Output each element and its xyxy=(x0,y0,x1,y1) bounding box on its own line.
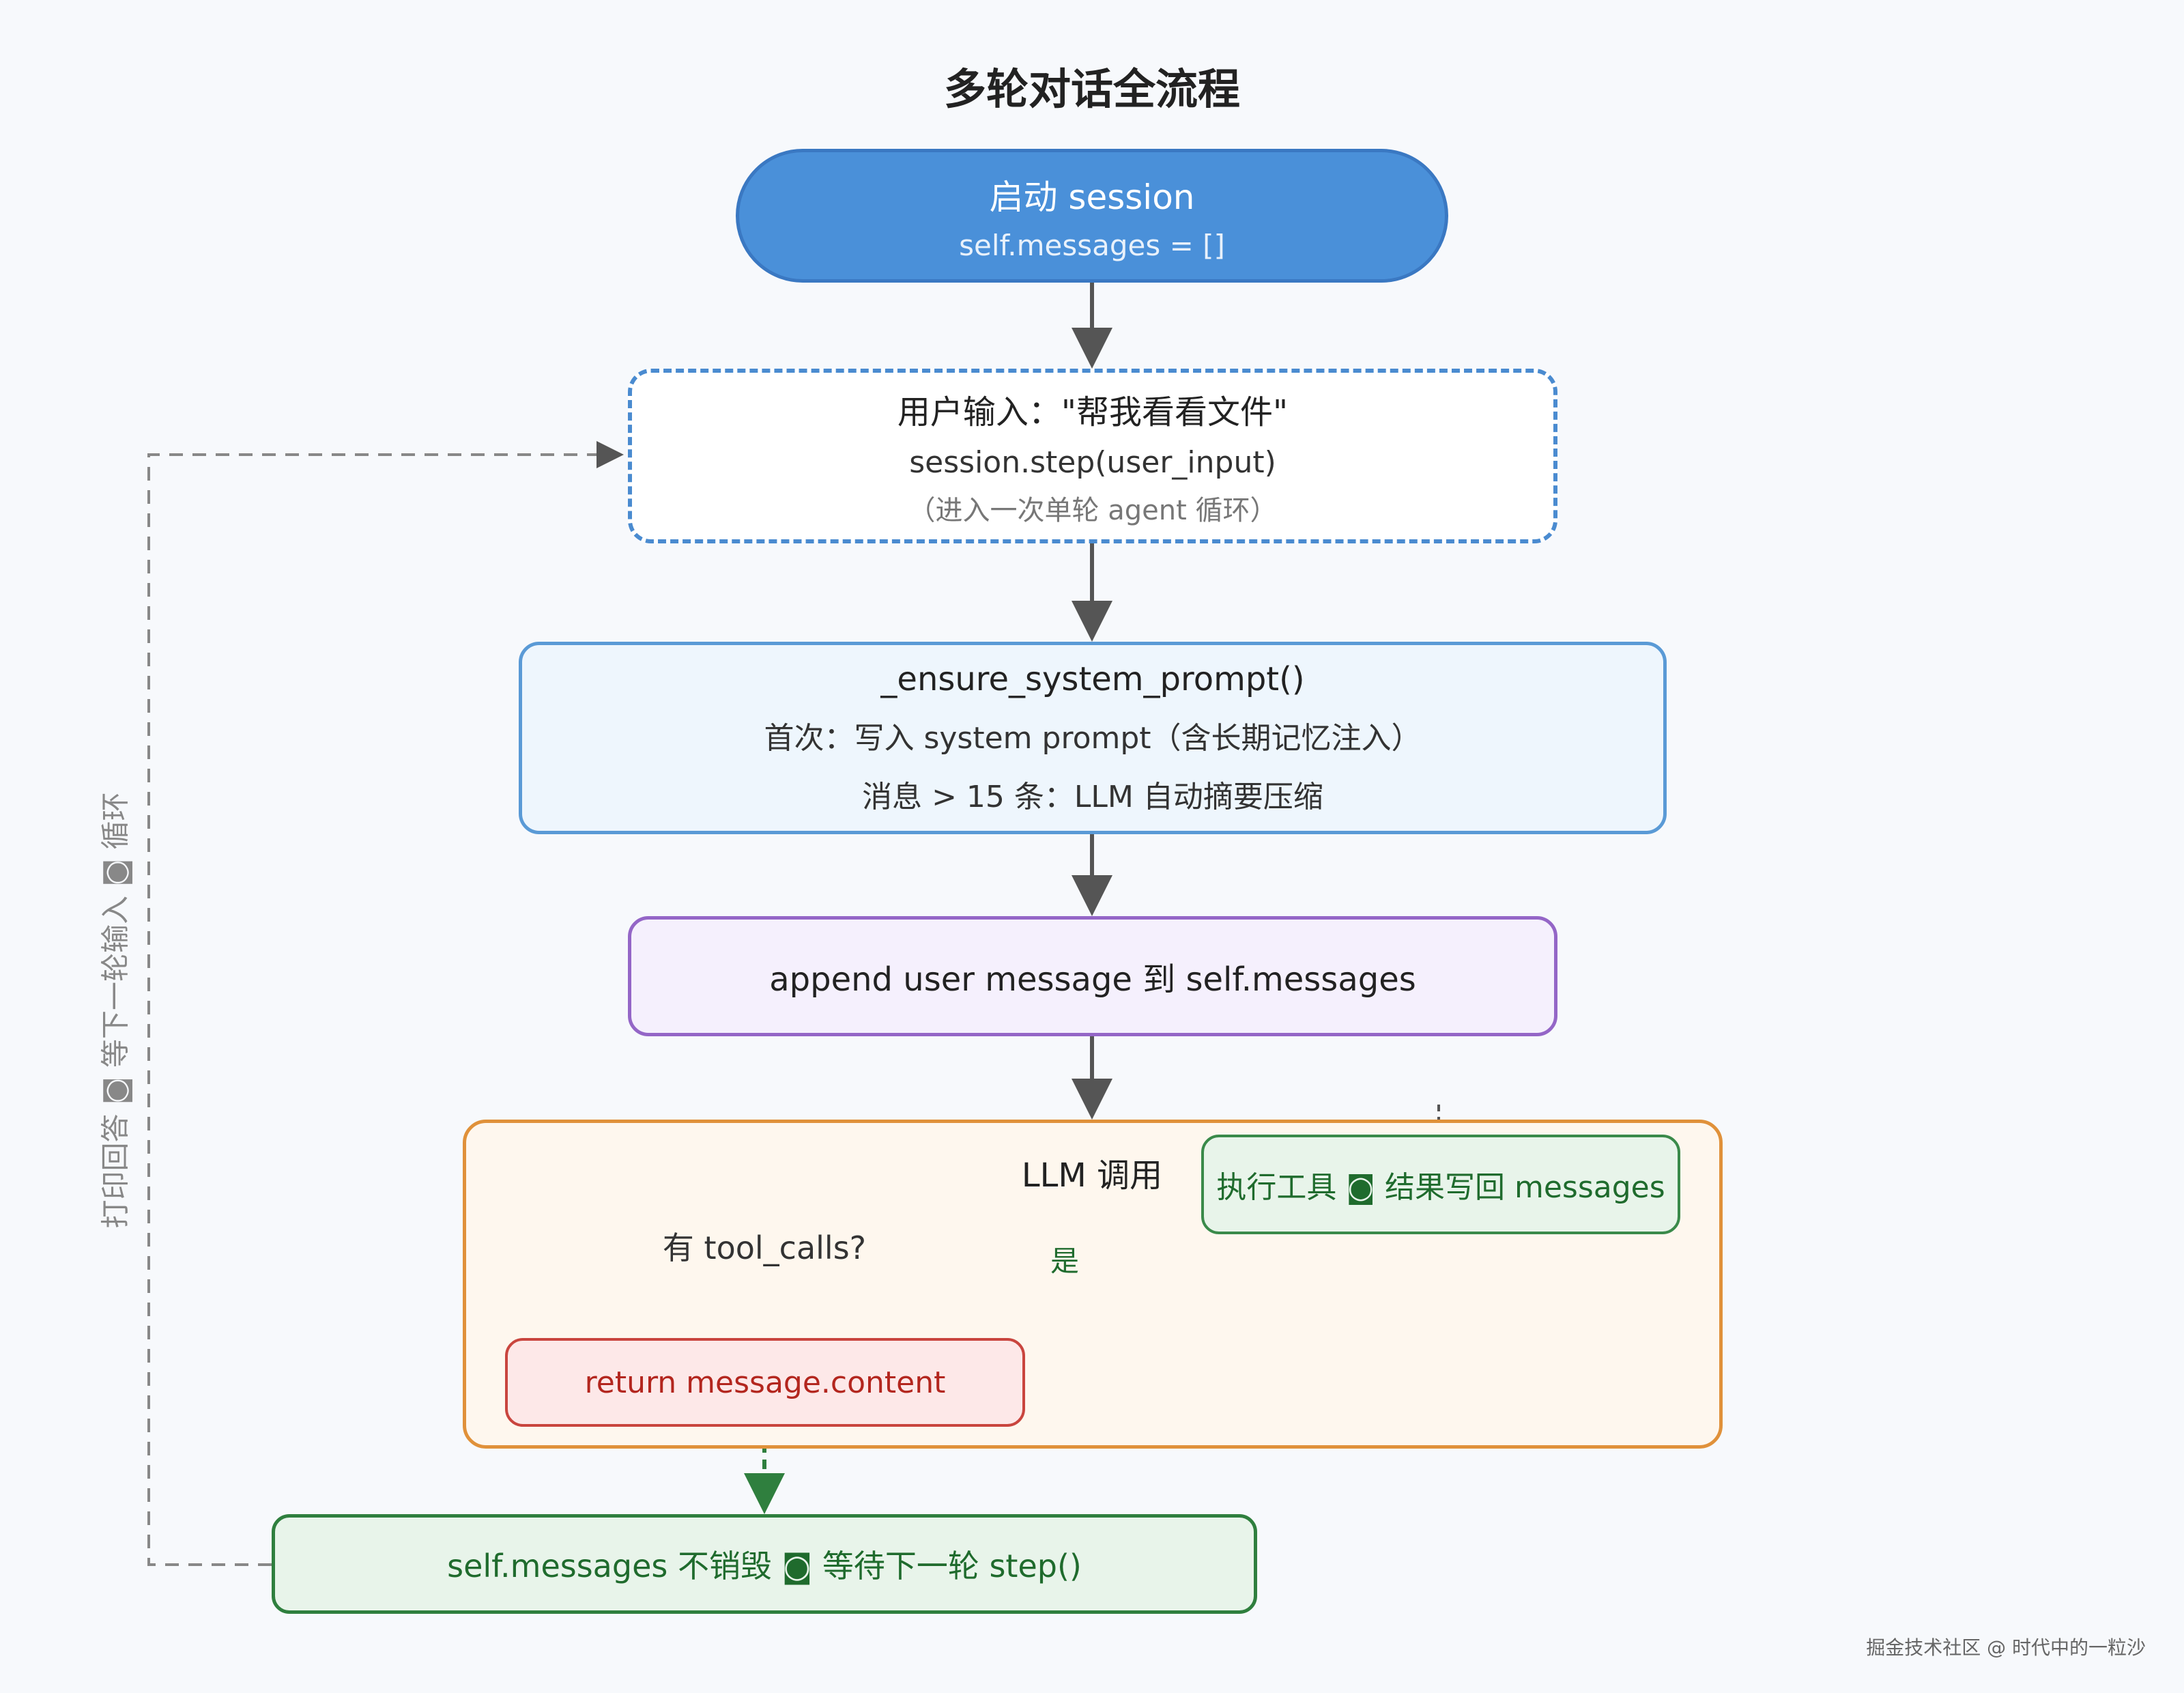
yes-branch-label: 是 xyxy=(1050,1244,1079,1278)
user-input-note: （进入一次单轮 agent 循环） xyxy=(908,494,1278,526)
ensure-title: _ensure_system_prompt() xyxy=(880,660,1305,698)
diagram-title: 多轮对话全流程 xyxy=(943,64,1240,114)
watermark: 掘金技术社区 @ 时代中的一粒沙 xyxy=(1866,1636,2146,1659)
loop-back-dashed xyxy=(147,441,624,1566)
tool-calls-question: 有 tool_calls? xyxy=(662,1229,867,1266)
execute-tool-node: 执行工具 ◙ 结果写回 messages xyxy=(1201,1135,1680,1234)
ensure-first-time: 首次：写入 system prompt（含长期记忆注入） xyxy=(764,721,1422,756)
keep-messages-node: self.messages 不销毁 ◙ 等待下一轮 step() xyxy=(272,1514,1257,1614)
llm-call-label: LLM 调用 xyxy=(1021,1156,1163,1195)
user-input-node: 用户输入："帮我看看文件" session.step(user_input) （… xyxy=(628,369,1557,543)
return-text: return message.content xyxy=(584,1365,946,1400)
user-input-title: 用户输入："帮我看看文件" xyxy=(897,393,1289,431)
start-subtitle: self.messages = [] xyxy=(959,228,1225,262)
loop-back-text: 打印回答 ◙ 等下一轮输入 ◙ 循环 xyxy=(98,792,132,1229)
append-message-node: append user message 到 self.messages xyxy=(628,916,1557,1036)
ensure-compress: 消息 > 15 条：LLM 自动摘要压缩 xyxy=(862,780,1323,814)
ensure-system-prompt-node: _ensure_system_prompt() 首次：写入 system pro… xyxy=(519,642,1667,834)
keep-text: self.messages 不销毁 ◙ 等待下一轮 step() xyxy=(447,1548,1082,1584)
exec-tool-text: 执行工具 ◙ 结果写回 messages xyxy=(1216,1170,1665,1205)
append-title: append user message 到 self.messages xyxy=(769,961,1416,999)
return-content-node: return message.content xyxy=(505,1338,1025,1427)
start-title: 启动 session xyxy=(989,177,1195,217)
user-input-call: session.step(user_input) xyxy=(909,444,1276,480)
start-session-node: 启动 session self.messages = [] xyxy=(736,149,1448,283)
